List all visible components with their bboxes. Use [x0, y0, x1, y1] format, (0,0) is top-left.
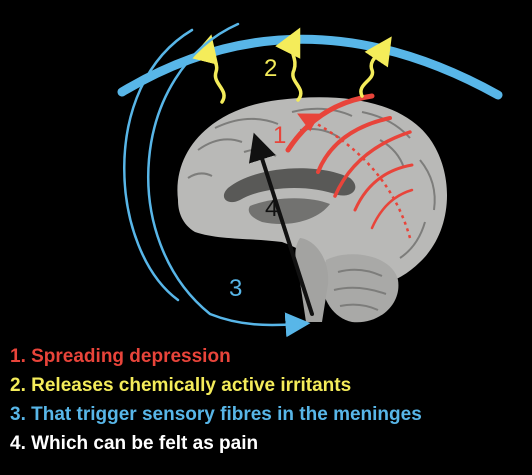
- legend-item-releases-irritants: 2. Releases chemically active irritants: [10, 375, 352, 396]
- brain-ventricle: [248, 198, 330, 224]
- corpus-callosum: [223, 168, 356, 203]
- label-step-1: 1: [273, 122, 286, 149]
- meninges-arc: [117, 34, 503, 100]
- label-step-3: 3: [229, 275, 242, 302]
- spreading-depression-arrows: [285, 93, 414, 239]
- legend: 1. Spreading depression 2. Releases chem…: [10, 342, 530, 458]
- brain-image: [177, 97, 448, 323]
- legend-item-spreading-depression: 1. Spreading depression: [10, 346, 231, 367]
- irritant-arrows: [191, 27, 392, 104]
- label-step-4: 4: [265, 195, 278, 222]
- legend-item-trigger-sensory-fibres: 3. That trigger sensory fibres in the me…: [10, 404, 422, 425]
- sensory-fibre-arrows: [123, 22, 311, 338]
- pain-signal-arrow: [248, 132, 314, 316]
- brainstem: [295, 238, 329, 322]
- label-step-2: 2: [264, 55, 277, 82]
- legend-item-felt-as-pain: 4. Which can be felt as pain: [10, 433, 259, 454]
